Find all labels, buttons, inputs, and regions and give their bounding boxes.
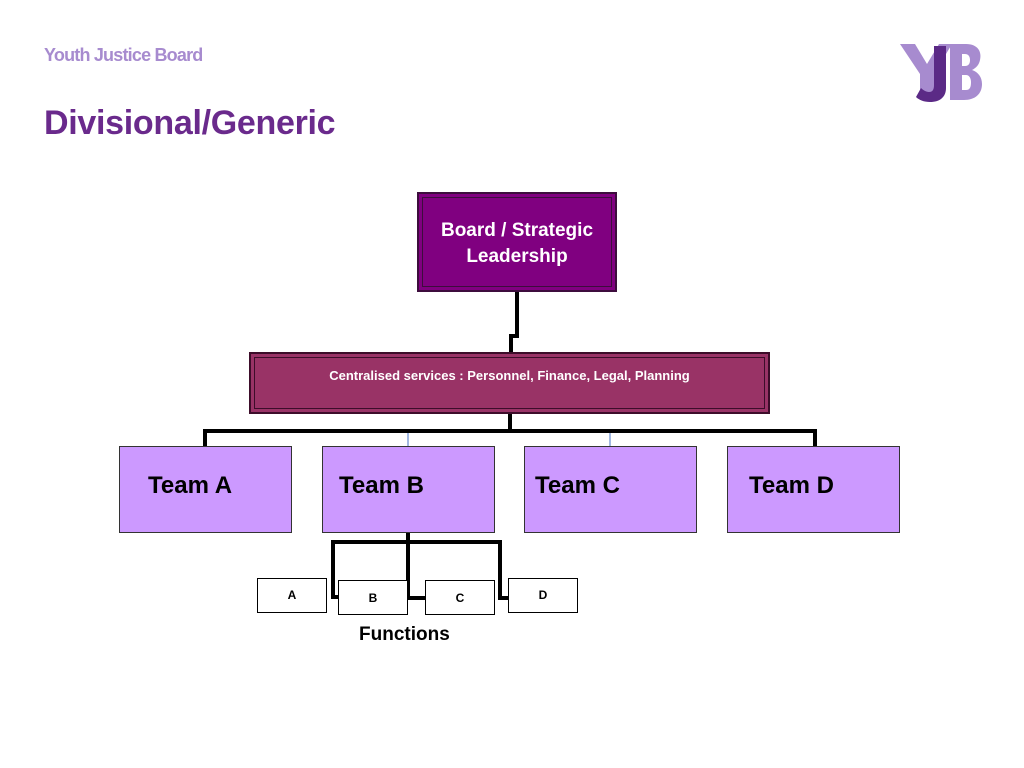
functions-label: Functions [359,624,450,645]
board-label-line2: Leadership [466,246,568,267]
function-d-box: D [508,578,578,613]
board-strategic-leadership-box: Board / Strategic Leadership [417,192,617,292]
team-a-box: Team A [119,446,292,533]
team-c-box: Team C [524,446,697,533]
team-d-label: Team D [749,472,834,499]
function-b-box: B [338,580,408,615]
function-a-box: A [257,578,327,613]
board-label-line1: Board / Strategic [440,220,594,241]
centralised-services-label: Centralised services : Personnel, Financ… [329,368,690,383]
team-d-box: Team D [727,446,900,533]
team-b-box: Team B [322,446,495,533]
slide-title: Divisional/Generic [44,104,336,142]
function-c-label: C [455,591,465,605]
yjb-logo [900,44,982,102]
function-b-label: B [368,591,378,605]
team-c-label: Team C [535,472,620,499]
team-b-label: Team B [339,472,424,499]
function-c-box: C [425,580,495,615]
centralised-services-box: Centralised services : Personnel, Financ… [249,352,770,414]
team-a-label: Team A [148,472,233,499]
function-a-label: A [287,588,297,602]
org-name: Youth Justice Board [44,45,203,65]
function-d-label: D [538,588,548,602]
